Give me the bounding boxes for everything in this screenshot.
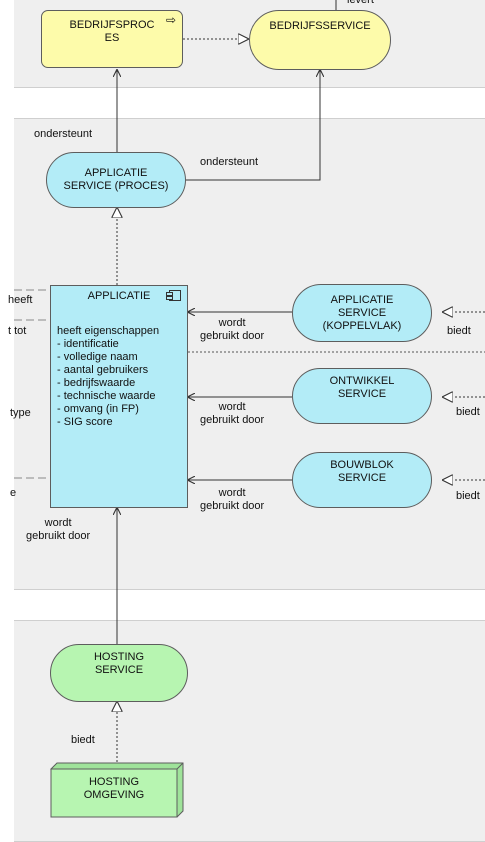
hosting-service-label: HOSTING SERVICE (93, 651, 145, 676)
biedt-hosting-label: biedt (71, 734, 95, 746)
biedt-label-1: biedt (456, 406, 480, 418)
application-service-proces-label: APPLICATIE SERVICE (PROCES) (63, 167, 169, 192)
component-property-2: - volledige naam (57, 351, 138, 363)
application-service-proces[interactable]: APPLICATIE SERVICE (PROCES) (46, 152, 186, 208)
left-cut-label-2: type (10, 407, 31, 419)
application-component[interactable]: APPLICATIE heeft eigenschappen - identif… (50, 285, 188, 508)
business-process[interactable]: BEDRIJFSPROC ES ⇨ (41, 10, 183, 68)
used-by-hosting-label: wordt gebruikt door (26, 517, 91, 542)
left-cut-label-1: t tot (8, 325, 27, 337)
used-by-label-1: wordt gebruikt door (200, 401, 265, 426)
hosting-omgeving-node[interactable]: HOSTING OMGEVING (50, 762, 184, 818)
business-process-label: BEDRIJFSPROC ES (69, 19, 155, 44)
component-property-6: - omvang (in FP) (57, 403, 139, 415)
biedt-label-0: biedt (447, 325, 471, 337)
hosting-omgeving-label: HOSTING OMGEVING (83, 776, 145, 801)
component-icon (166, 290, 181, 301)
component-property-0: heeft eigenschappen (57, 325, 160, 337)
levert-label: levert (347, 0, 374, 6)
node-3d-shape (50, 762, 184, 818)
used-by-label-2: wordt gebruikt door (200, 487, 265, 512)
business-service-label: BEDRIJFSSERVICE (269, 20, 371, 32)
ondersteunt-right-label: ondersteunt (200, 156, 259, 168)
application-service-koppelvlak[interactable]: APPLICATIE SERVICE (KOPPELVLAK) (292, 284, 432, 342)
bouwblok-service[interactable]: BOUWBLOK SERVICE (292, 452, 432, 508)
hosting-service[interactable]: HOSTING SERVICE (50, 644, 188, 702)
component-property-4: - bedrijfswaarde (57, 377, 136, 389)
ontwikkel-service-label: ONTWIKKEL SERVICE (329, 375, 395, 400)
left-cut-label-0: heeft (8, 294, 33, 306)
ondersteunt-left-label: ondersteunt (34, 128, 93, 140)
application-component-title: APPLICATIE (87, 290, 151, 302)
component-property-7: - SIG score (57, 416, 113, 428)
bouwblok-service-label: BOUWBLOK SERVICE (330, 459, 394, 484)
used-by-label-0: wordt gebruikt door (200, 317, 265, 342)
ontwikkel-service[interactable]: ONTWIKKEL SERVICE (292, 368, 432, 424)
biedt-label-2: biedt (456, 490, 480, 502)
application-service-koppelvlak-label: APPLICATIE SERVICE (KOPPELVLAK) (322, 293, 402, 332)
process-arrow-icon: ⇨ (165, 13, 176, 27)
business-service[interactable]: BEDRIJFSSERVICE (249, 10, 391, 70)
component-property-1: - identificatie (57, 338, 119, 350)
left-cut-label-3: e (10, 487, 17, 499)
component-property-3: - aantal gebruikers (57, 364, 149, 376)
component-property-5: - technische waarde (57, 390, 156, 402)
